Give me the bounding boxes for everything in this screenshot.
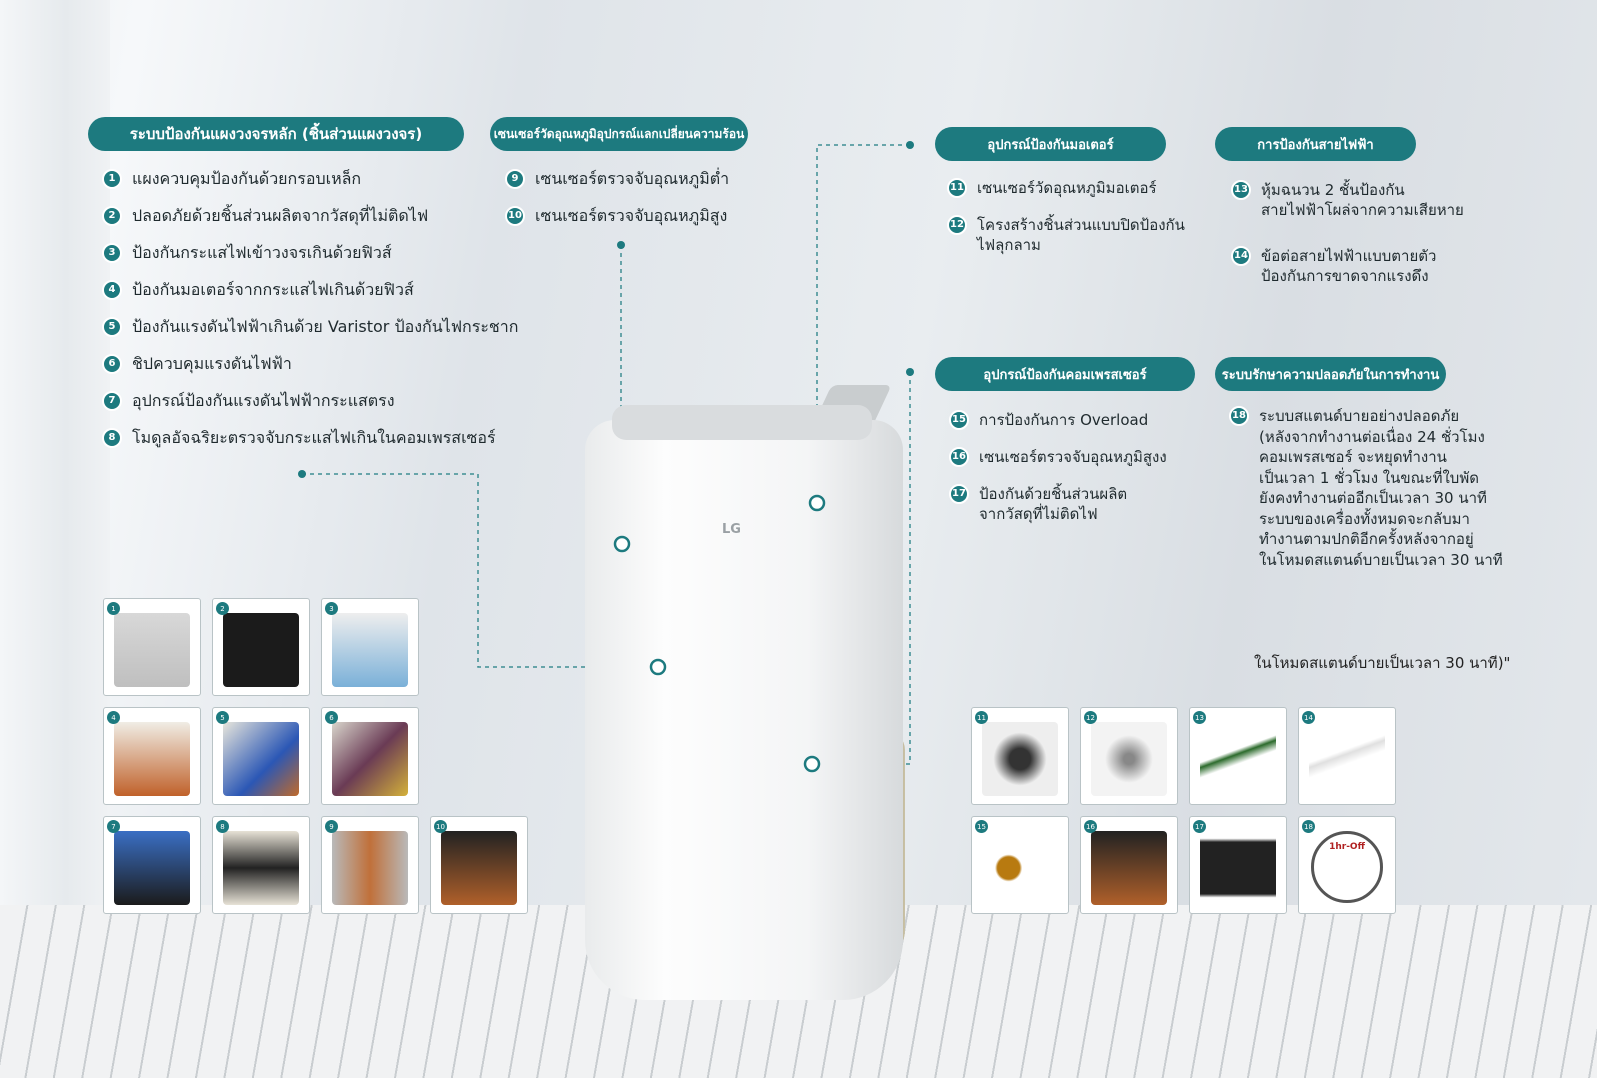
anchor-dot — [617, 241, 625, 249]
thumbnail-16: 16 — [1080, 816, 1178, 914]
component-image — [1091, 722, 1167, 796]
section-title-safety: ระบบรักษาความปลอดภัยในการทำงาน — [1215, 357, 1446, 391]
thumbnail-number-badge: 10 — [434, 820, 447, 833]
anchor-dot — [906, 368, 914, 376]
thumbnail-number-badge: 2 — [216, 602, 229, 615]
one-hour-off-label: 1hr-Off — [1329, 842, 1365, 852]
thumbnail-2: 2 — [212, 598, 310, 696]
thumbnail-1: 1 — [103, 598, 201, 696]
thumbnail-13: 13 — [1189, 707, 1287, 805]
thumbnail-4: 4 — [103, 707, 201, 805]
anchor-dot — [906, 141, 914, 149]
thumbnail-17: 17 — [1189, 816, 1287, 914]
thumbnail-number-badge: 9 — [325, 820, 338, 833]
component-image — [982, 722, 1058, 796]
component-image — [441, 831, 517, 905]
thumbnail-number-badge: 15 — [975, 820, 988, 833]
connector-circuit — [302, 473, 650, 668]
thumbnail-number-badge: 1 — [107, 602, 120, 615]
thumbnail-11: 11 — [971, 707, 1069, 805]
window-background — [0, 0, 110, 930]
component-image — [114, 613, 190, 687]
component-image — [332, 722, 408, 796]
component-image: 1hr-Off — [1311, 831, 1383, 903]
thumbnail-number-badge: 4 — [107, 711, 120, 724]
section-title-compressor: อุปกรณ์ป้องกันคอมเพรสเซอร์ — [935, 357, 1195, 391]
thumbnail-14: 14 — [1298, 707, 1396, 805]
component-image — [223, 831, 299, 905]
thumbnail-7: 7 — [103, 816, 201, 914]
thumbnail-number-badge: 11 — [975, 711, 988, 724]
section-title-wiring: การป้องกันสายไฟฟ้า — [1215, 127, 1416, 161]
thumbnail-number-badge: 14 — [1302, 711, 1315, 724]
thumbnail-18: 18 1hr-Off — [1298, 816, 1396, 914]
component-image — [114, 831, 190, 905]
thumbnail-10: 10 — [430, 816, 528, 914]
marker-circle — [649, 658, 667, 676]
thumbnail-9: 9 — [321, 816, 419, 914]
thumbnail-number-badge: 3 — [325, 602, 338, 615]
component-image — [1091, 831, 1167, 905]
thumbnail-15: 15 — [971, 816, 1069, 914]
anchor-dot — [298, 470, 306, 478]
component-image — [1309, 722, 1385, 796]
thumbnail-6: 6 — [321, 707, 419, 805]
product-top-vent — [612, 405, 872, 440]
component-image — [223, 613, 299, 687]
thumbnail-number-badge: 8 — [216, 820, 229, 833]
dehumidifier-body — [585, 420, 903, 1000]
thumbnail-3: 3 — [321, 598, 419, 696]
marker-circle — [613, 535, 631, 553]
thumbnail-8: 8 — [212, 816, 310, 914]
thumbnail-number-badge: 6 — [325, 711, 338, 724]
thumbnail-number-badge: 18 — [1302, 820, 1315, 833]
stray-caption: ในโหมดสแตนด์บายเป็นเวลา 30 นาที)" — [1254, 654, 1511, 672]
thumbnail-number-badge: 7 — [107, 820, 120, 833]
component-image — [1200, 722, 1276, 796]
section-title-heat-sensor: เซนเซอร์วัดอุณหภูมิอุปกรณ์แลกเปลี่ยนความ… — [490, 117, 748, 151]
component-image — [114, 722, 190, 796]
component-image — [332, 613, 408, 687]
marker-circle — [808, 494, 826, 512]
thumbnail-number-badge: 16 — [1084, 820, 1097, 833]
thumbnail-12: 12 — [1080, 707, 1178, 805]
component-image — [1200, 831, 1276, 905]
section-title-motor: อุปกรณ์ป้องกันมอเตอร์ — [935, 127, 1166, 161]
component-image — [332, 831, 408, 905]
thumbnail-number-badge: 12 — [1084, 711, 1097, 724]
marker-circle — [803, 755, 821, 773]
section-title-circuit: ระบบป้องกันแผงวงจรหลัก (ชิ้นส่วนแผงวงจร) — [88, 117, 464, 151]
thumbnail-number-badge: 13 — [1193, 711, 1206, 724]
component-image — [982, 831, 1058, 905]
thumbnail-5: 5 — [212, 707, 310, 805]
thumbnail-number-badge: 17 — [1193, 820, 1206, 833]
component-image — [223, 722, 299, 796]
lg-logo: LG — [722, 522, 741, 537]
thumbnail-number-badge: 5 — [216, 711, 229, 724]
